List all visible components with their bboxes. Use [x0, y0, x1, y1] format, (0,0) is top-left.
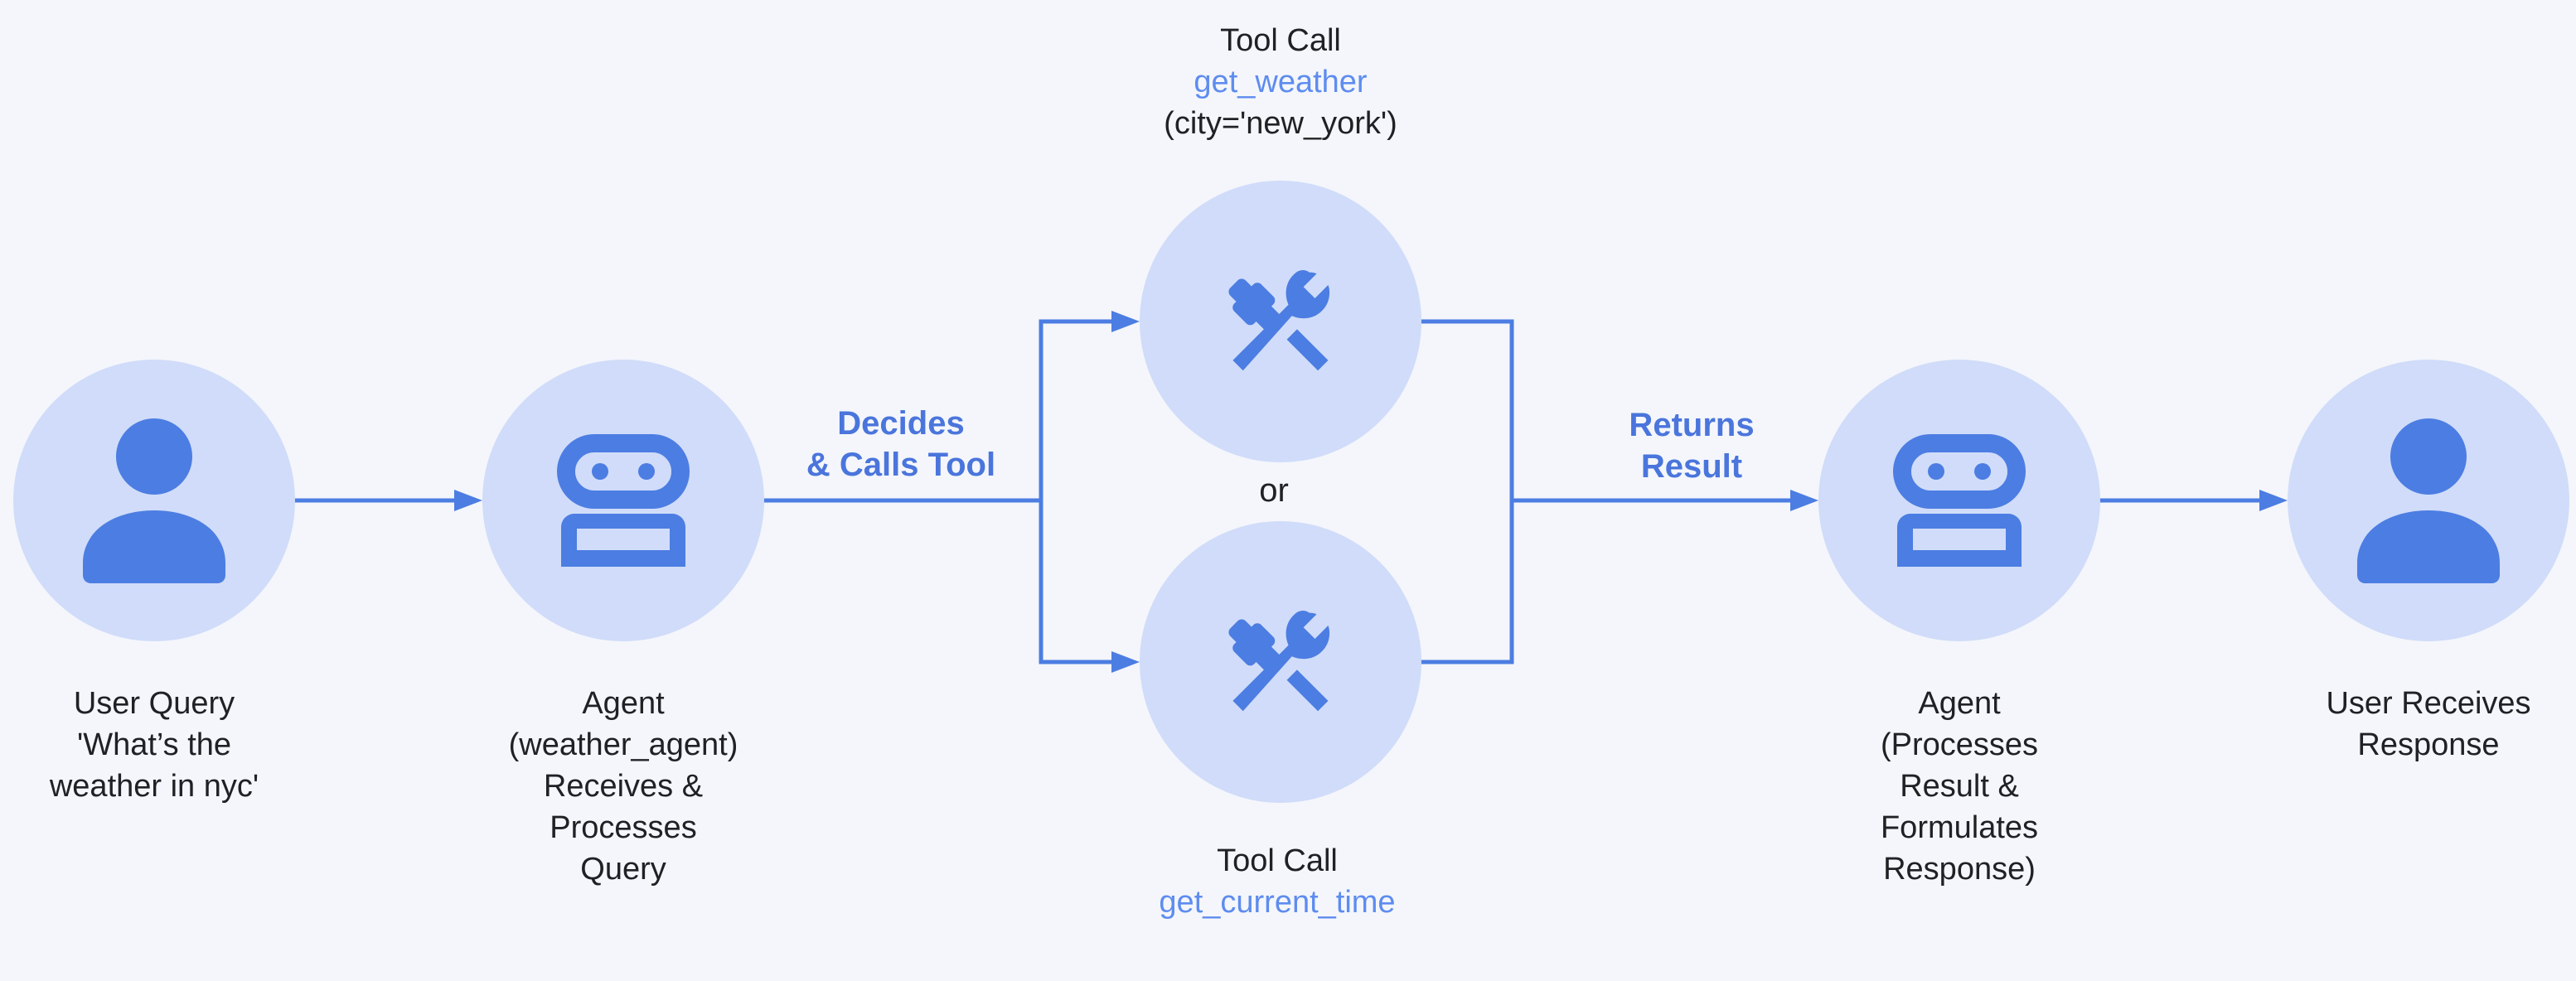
- caption-line: Response: [2357, 727, 2500, 762]
- caption-line: Formulates: [1880, 810, 2039, 845]
- robot-icon: [557, 434, 690, 567]
- caption-line: (Processes: [1880, 727, 2039, 762]
- agent-right-caption: Agent (Processes Result & Formulates Res…: [1881, 683, 2038, 890]
- arrowhead-agent-to-user: [2259, 490, 2288, 511]
- caption-line: weather in nyc': [49, 769, 259, 804]
- node-tool-bottom: [1140, 521, 1421, 803]
- arrowhead-merge-to-agent: [1790, 490, 1818, 511]
- tool-top-caption-args: (city='new_york'): [1164, 106, 1397, 141]
- caption-line: Agent: [1918, 686, 2001, 721]
- edge-label-line: Result: [1640, 448, 1743, 485]
- arrowhead-user-to-agent: [454, 490, 482, 511]
- caption-line: User Receives: [2326, 686, 2531, 721]
- decides-calls-tool-label: Decides & Calls Tool: [806, 403, 995, 486]
- returns-result-label: Returns Result: [1629, 404, 1754, 487]
- node-agent-left: [482, 360, 764, 641]
- person-icon: [2346, 418, 2511, 583]
- caption-line: User Query: [73, 686, 235, 721]
- tool-bottom-caption-title: Tool Call: [1217, 843, 1338, 878]
- caption-line: (weather_agent): [508, 727, 738, 762]
- caption-line: Processes: [550, 810, 697, 845]
- arrowhead-tool-bottom: [1111, 651, 1140, 673]
- caption-line: Receives &: [543, 769, 704, 804]
- robot-icon: [1893, 434, 2026, 567]
- caption-line: Response): [1883, 852, 2036, 887]
- node-user-query: [13, 360, 295, 641]
- person-icon: [71, 418, 237, 583]
- caption-line: Agent: [582, 686, 665, 721]
- tool-bottom-caption-name: get_current_time: [1159, 885, 1396, 920]
- edge-label-line: Decides: [837, 405, 965, 442]
- agent-left-caption: Agent (weather_agent) Receives & Process…: [509, 683, 738, 890]
- tool-top-caption: Tool Call get_weather (city='new_york'): [1164, 20, 1397, 144]
- arrowhead-tool-top: [1111, 311, 1140, 332]
- edge-label-line: Returns: [1629, 407, 1755, 443]
- caption-line: Query: [580, 852, 666, 887]
- tool-top-caption-title: Tool Call: [1220, 23, 1341, 58]
- caption-line: Result &: [1900, 769, 2019, 804]
- construction-icon: [1215, 597, 1346, 727]
- user-query-caption: User Query 'What’s the weather in nyc': [50, 683, 259, 807]
- edge-label-line: & Calls Tool: [806, 447, 996, 483]
- or-label: or: [1259, 472, 1289, 509]
- node-user-response: [2288, 360, 2569, 641]
- caption-line: 'What’s the: [76, 727, 232, 762]
- construction-icon: [1215, 256, 1346, 387]
- tool-bottom-caption: Tool Call get_current_time: [1159, 840, 1395, 923]
- user-response-caption: User Receives Response: [2326, 683, 2530, 766]
- tool-top-caption-name: get_weather: [1194, 65, 1368, 99]
- node-agent-right: [1818, 360, 2100, 641]
- node-tool-top: [1140, 181, 1421, 462]
